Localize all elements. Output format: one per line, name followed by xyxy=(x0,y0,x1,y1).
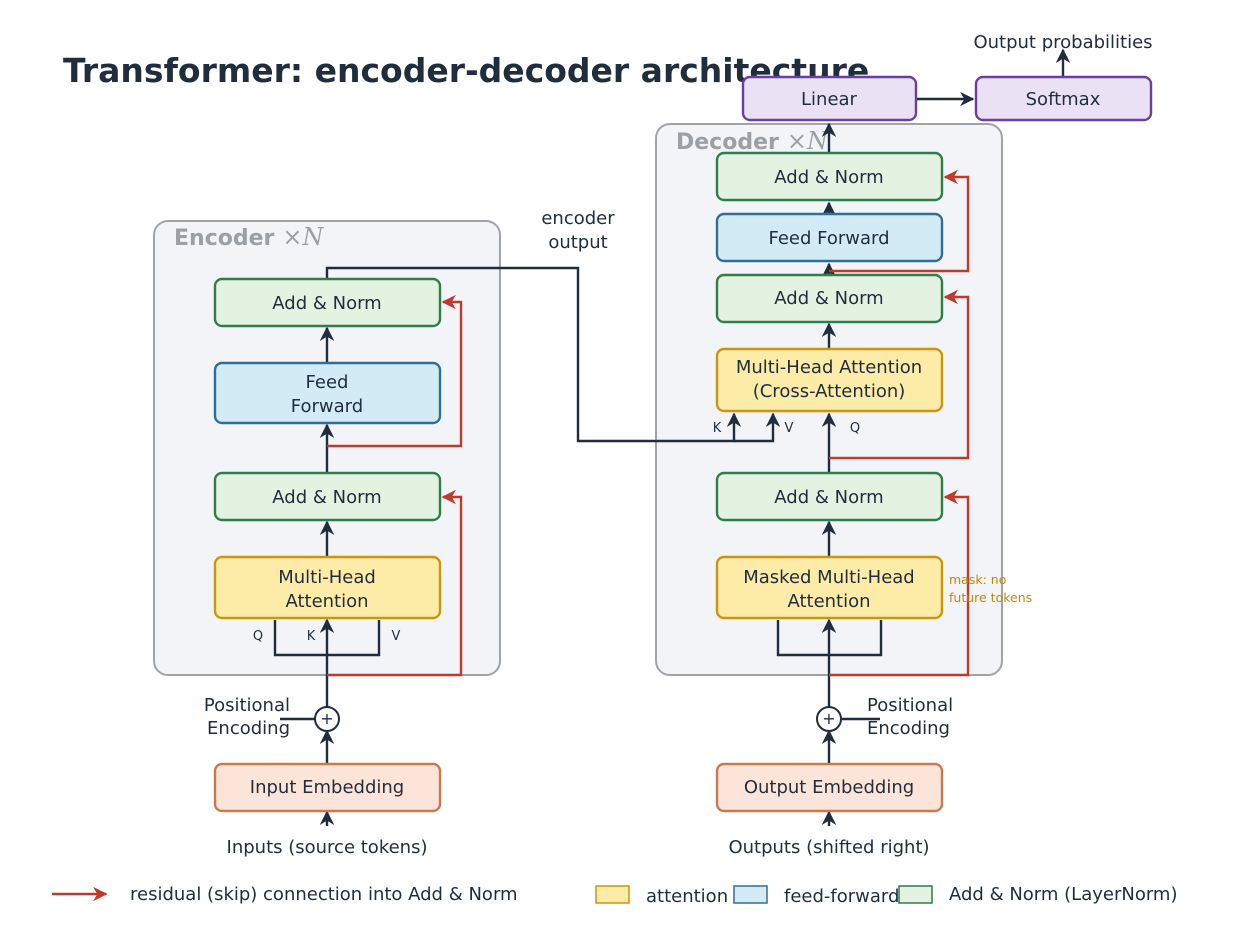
encoder-v-label: V xyxy=(392,629,401,644)
linear-label: Linear xyxy=(801,89,858,110)
svg-text:+: + xyxy=(822,709,835,728)
legend-residual-label: residual (skip) connection into Add & No… xyxy=(130,884,518,905)
encoder-add-norm-top-label: Add & Norm xyxy=(272,293,381,314)
legend-attention-label: attention xyxy=(646,886,728,907)
legend-ff-label: feed-forward xyxy=(784,886,899,907)
legend-ff-swatch xyxy=(733,885,768,904)
encoder-positional-label-1: Positional xyxy=(204,695,290,716)
input-embedding xyxy=(213,762,442,813)
encoder-feed-forward-label-2: Forward xyxy=(291,396,363,417)
decoder-masked-attention-label-2: Attention xyxy=(787,591,870,612)
outputs-label: Outputs (shifted right) xyxy=(728,837,929,858)
encoder-attention-label-2: Attention xyxy=(285,591,368,612)
encoder-residual-arrows xyxy=(327,294,463,677)
legend-attention-swatch xyxy=(595,885,630,904)
decoder-feed-forward xyxy=(715,212,944,263)
input-embedding-label: Input Embedding xyxy=(250,777,404,798)
decoder-add-norm-top-label: Add & Norm xyxy=(774,167,883,188)
linear-layer xyxy=(741,75,918,122)
decoder-v-label: V xyxy=(785,421,794,436)
svg-text:+: + xyxy=(320,709,333,728)
decoder-positional-label-2: Encoding xyxy=(867,718,950,739)
decoder-positional-label-1: Positional xyxy=(867,695,953,716)
softmax-layer xyxy=(974,75,1153,122)
encoder-positional-label-2: Encoding xyxy=(207,718,290,739)
legend-norm-swatch xyxy=(898,885,933,904)
decoder-masked-attention-label-1: Masked Multi-Head xyxy=(743,567,915,588)
legend: residual (skip) connection into Add & No… xyxy=(52,884,1177,907)
decoder-stack-title: Decoder×N xyxy=(676,127,829,155)
encoder-add-norm-bottom xyxy=(213,471,442,522)
mask-note-line-2: future tokens xyxy=(949,590,1032,605)
decoder-k-label: K xyxy=(713,421,722,436)
decoder-plus-icon xyxy=(816,706,842,732)
decoder-add-norm-mid xyxy=(715,273,944,324)
decoder-add-norm-mid-label: Add & Norm xyxy=(774,288,883,309)
decoder-masked-attention xyxy=(715,555,944,620)
encoder-attention-label-1: Multi-Head xyxy=(278,567,376,588)
output-probabilities-label: Output probabilities xyxy=(973,32,1152,53)
encoder-feed-forward-label-1: Feed xyxy=(306,372,349,393)
decoder-q-label: Q xyxy=(850,421,860,436)
encoder-flow-arrows xyxy=(273,266,781,826)
encoder-add-norm-top xyxy=(213,277,442,328)
decoder-add-norm-top xyxy=(715,151,944,202)
encoder-k-label: K xyxy=(307,629,316,644)
legend-norm-label: Add & Norm (LayerNorm) xyxy=(949,884,1177,905)
output-embedding-label: Output Embedding xyxy=(744,777,914,798)
decoder-feed-forward-label: Feed Forward xyxy=(768,228,889,249)
decoder-add-norm-bottom xyxy=(715,471,944,522)
encoder-output-label-2: output xyxy=(548,232,607,253)
decoder-residual-arrows xyxy=(829,169,970,677)
encoder-add-norm-bottom-label: Add & Norm xyxy=(272,487,381,508)
encoder-feed-forward xyxy=(213,361,442,425)
encoder-multi-head-attention xyxy=(213,555,442,620)
mask-note-line-1: mask: no xyxy=(949,572,1006,587)
decoder-cross-attention-label-1: Multi-Head Attention xyxy=(736,357,922,378)
diagram-title: Transformer: encoder-decoder architectur… xyxy=(63,51,869,90)
output-embedding xyxy=(715,762,944,813)
encoder-q-label: Q xyxy=(253,629,263,644)
inputs-label: Inputs (source tokens) xyxy=(227,837,428,858)
encoder-plus-icon xyxy=(314,706,340,732)
decoder-cross-attention xyxy=(715,347,944,413)
decoder-flow-arrows xyxy=(776,48,1071,826)
softmax-label: Softmax xyxy=(1026,89,1101,110)
decoder-cross-attention-label-2: (Cross-Attention) xyxy=(753,381,906,402)
encoder-output-label-1: encoder xyxy=(541,208,615,229)
decoder-add-norm-bottom-label: Add & Norm xyxy=(774,487,883,508)
encoder-stack-title: Encoder×N xyxy=(174,223,324,251)
